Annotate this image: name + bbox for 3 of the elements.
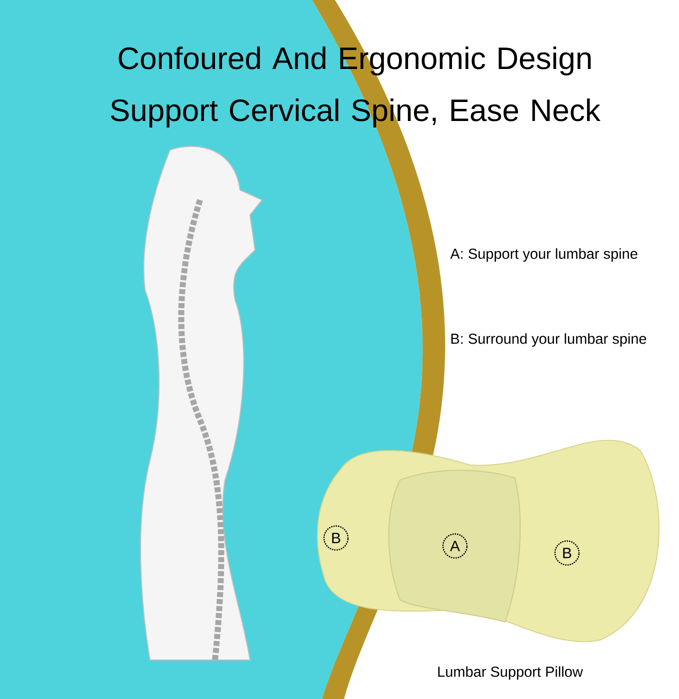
feature-text: A: Support your lumbar spine — [450, 248, 638, 262]
feature-text: B: Surround your lumbar spine — [451, 333, 646, 347]
caption: Lumbar Support Pillow — [438, 666, 583, 680]
